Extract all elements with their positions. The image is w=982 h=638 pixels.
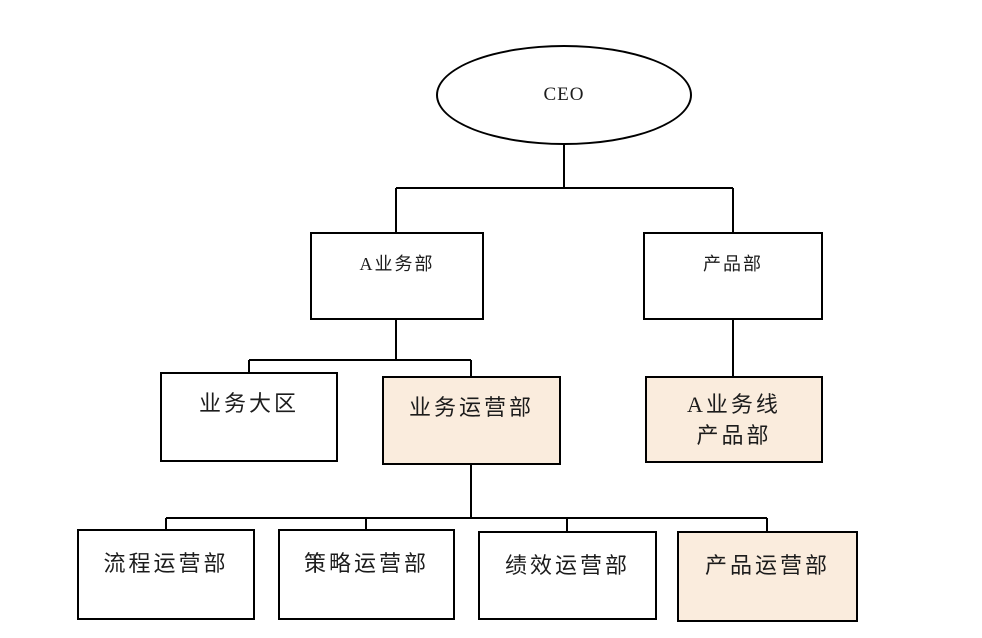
node-business-region: 业务大区 <box>160 372 338 462</box>
connector-ceo-to-level2 <box>395 145 734 233</box>
node-a-business-dept: A业务部 <box>310 232 484 320</box>
node-process-ops-dept: 流程运营部 <box>77 529 255 620</box>
node-business-ops-dept: 业务运营部 <box>382 376 561 465</box>
node-performance-ops-dept: 绩效运营部 <box>478 531 657 620</box>
node-product-ops-dept: 产品运营部 <box>677 531 858 622</box>
node-strategy-ops-dept: 策略运营部 <box>278 529 455 620</box>
connector-abusiness-to-level3 <box>248 320 472 377</box>
node-a-line-product-dept: A业务线 产品部 <box>645 376 823 463</box>
connector-bizops-to-level4 <box>165 465 768 532</box>
node-ceo: CEO <box>436 45 692 145</box>
node-product-dept: 产品部 <box>643 232 823 320</box>
